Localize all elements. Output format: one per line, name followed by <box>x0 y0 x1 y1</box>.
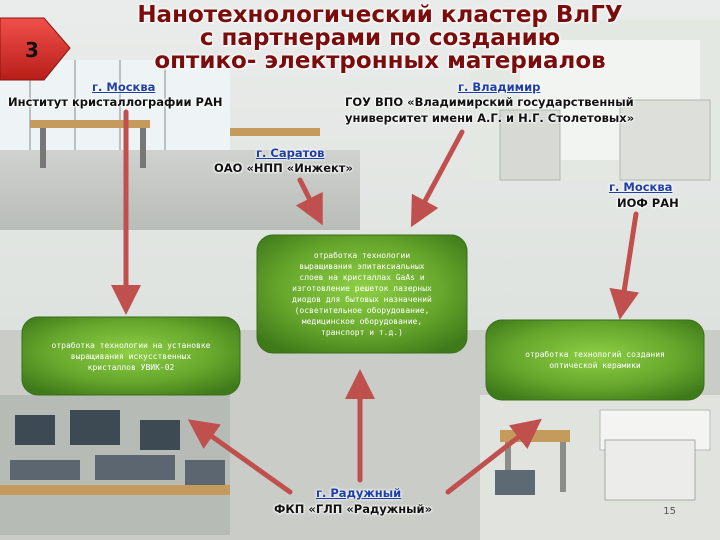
city-moscow-2[interactable]: г. Москва <box>609 180 673 194</box>
arrow-raduzhny-to-right-box <box>445 418 542 495</box>
org-glp-raduzhny: ФКП «ГЛП «Радужный» <box>274 502 433 516</box>
slide-number-badge: 3 <box>25 38 39 62</box>
arrow-vladimir-to-center <box>410 129 465 228</box>
org-vlgu-line-2: университет имени А.Г. и Н.Г. Столетовых… <box>345 111 635 125</box>
city-moscow-1[interactable]: г. Москва <box>92 80 156 94</box>
slide-number-badge-shape <box>0 17 71 81</box>
right-box-shape <box>485 319 705 401</box>
left-box-shape <box>21 316 241 396</box>
title-line-2: с партнерами по созданию <box>199 25 561 51</box>
center-box-text: отработка технологии выращивания эпитакс… <box>292 251 432 337</box>
right-box: отработка технологий создания оптической… <box>490 324 700 396</box>
center-box-shape <box>256 234 468 354</box>
title-line-1: Нанотехнологический кластер ВлГУ <box>137 2 623 28</box>
arrow-iof-to-right-box <box>609 211 640 320</box>
arrow-raduzhny-to-left-box <box>187 419 293 495</box>
left-box-text: отработка технологии на установке выращи… <box>51 340 211 372</box>
city-vladimir[interactable]: г. Владимир <box>458 80 541 94</box>
title-line-3: оптико- электронных материалов <box>154 48 606 74</box>
city-raduzhny[interactable]: г. Радужный <box>316 486 402 500</box>
right-box-text: отработка технологий создания оптической… <box>525 350 665 370</box>
arrow-saratov-to-center <box>295 177 323 226</box>
slide-title: Нанотехнологический кластер ВлГУ с партн… <box>80 4 680 73</box>
org-iof-ran: ИОФ РАН <box>617 196 679 210</box>
org-vlgu-line-1: ГОУ ВПО «Владимирский государственный <box>345 95 634 109</box>
left-box: отработка технологии на установке выращи… <box>26 321 236 391</box>
org-inzhekt: ОАО «НПП «Инжект» <box>214 161 353 175</box>
city-saratov[interactable]: г. Саратов <box>256 146 325 160</box>
org-crystallography-institute: Институт кристаллографии РАН <box>8 95 223 109</box>
center-box: отработка технологии выращивания эпитакс… <box>262 240 462 348</box>
page-number: 15 <box>663 506 676 517</box>
